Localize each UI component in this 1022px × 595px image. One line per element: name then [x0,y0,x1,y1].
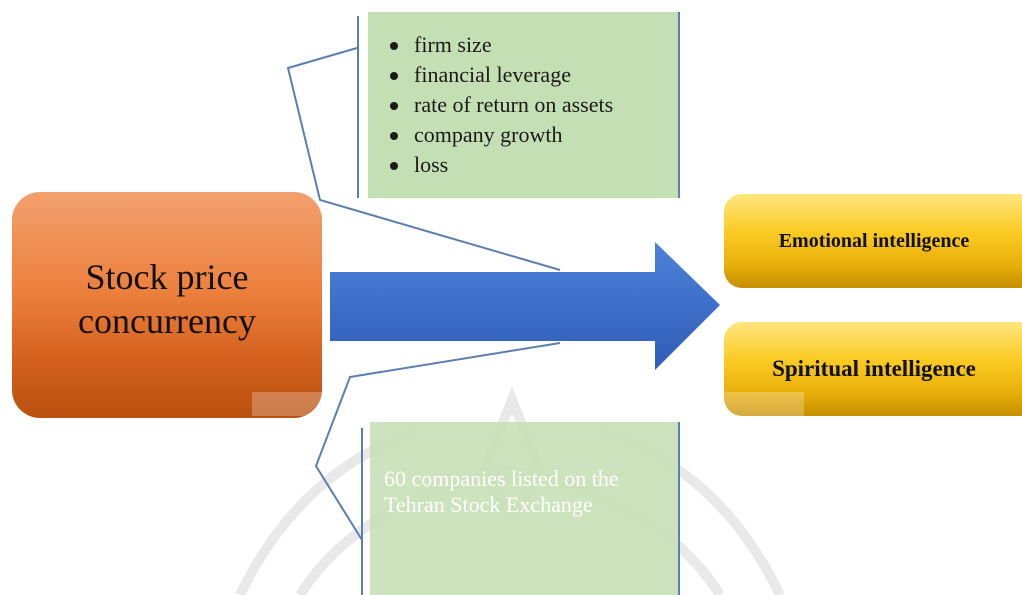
highlight-glow [252,392,332,416]
title-line: Stock price [85,257,249,297]
sample-box: 60 companies listed on the Tehran Stock … [370,422,680,595]
highlight-glow [724,392,804,416]
spiritual-intelligence-box: Spiritual intelligence [724,322,1022,416]
title-line: concurrency [78,301,256,341]
stock-price-concurrency-box: Stock price concurrency [12,192,332,418]
factor-item: loss [388,150,678,180]
factors-bracket [357,16,359,198]
emotional-intelligence-box: Emotional intelligence [724,194,1022,288]
factor-item: company growth [388,120,678,150]
factor-item: rate of return on assets [388,90,678,120]
factor-item: financial leverage [388,60,678,90]
emotional-intelligence-label: Emotional intelligence [778,229,970,252]
sample-text: 60 companies listed on the Tehran Stock … [384,466,619,517]
factor-item: firm size [388,30,678,60]
factors-box: firm size financial leverage rate of ret… [368,12,680,198]
stock-price-concurrency-title: Stock price concurrency [78,255,256,343]
sample-bracket [361,428,363,595]
factors-list: firm size financial leverage rate of ret… [368,12,678,180]
spiritual-intelligence-label: Spiritual intelligence [772,356,976,381]
